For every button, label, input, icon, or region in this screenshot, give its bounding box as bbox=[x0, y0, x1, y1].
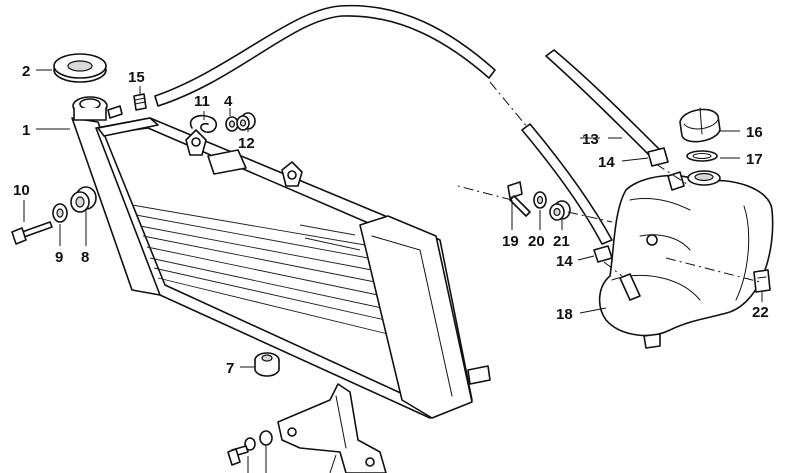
callout-19: 19 bbox=[502, 233, 519, 250]
seal-ring-17 bbox=[686, 150, 718, 162]
hose-clamp-15 bbox=[133, 93, 147, 111]
callout-11: 11 bbox=[194, 93, 210, 110]
callout-14a: 14 bbox=[598, 154, 615, 171]
washer-20 bbox=[533, 191, 547, 209]
upper-hose bbox=[154, 4, 496, 107]
lower-fasteners bbox=[227, 430, 273, 466]
grommet-21 bbox=[549, 200, 571, 221]
grommet-8 bbox=[70, 186, 97, 213]
expansion-tank bbox=[598, 170, 774, 349]
callout-14b: 14 bbox=[556, 253, 573, 270]
radiator-cap bbox=[53, 53, 107, 83]
callout-8: 8 bbox=[81, 249, 89, 266]
callout-18: 18 bbox=[556, 306, 573, 323]
nut-12 bbox=[236, 112, 256, 131]
callout-12: 12 bbox=[238, 135, 255, 152]
clip-22 bbox=[753, 269, 771, 293]
hose-clamp-14-lower bbox=[593, 245, 613, 263]
bolt-19 bbox=[507, 181, 531, 217]
callout-16: 16 bbox=[746, 124, 763, 141]
callout-2: 2 bbox=[22, 63, 30, 80]
callout-20: 20 bbox=[528, 233, 545, 250]
washer-4 bbox=[225, 116, 239, 132]
radiator bbox=[71, 96, 491, 419]
lower-bracket bbox=[277, 383, 387, 473]
callout-1: 1 bbox=[22, 122, 30, 139]
overflow-hose bbox=[521, 49, 663, 245]
callout-4: 4 bbox=[224, 93, 233, 110]
leader-lines bbox=[23, 69, 763, 473]
callout-22: 22 bbox=[752, 304, 769, 321]
tank-cap-16 bbox=[679, 107, 721, 143]
callout-15: 15 bbox=[128, 69, 145, 86]
callout-labels: 1 2 4 7 8 9 10 11 12 13 14 14 15 16 17 1… bbox=[13, 63, 769, 377]
callout-17: 17 bbox=[746, 151, 763, 168]
callout-21: 21 bbox=[553, 233, 570, 250]
callout-10: 10 bbox=[13, 182, 30, 199]
callout-7: 7 bbox=[226, 360, 234, 377]
hose-clamp-14-upper bbox=[647, 147, 669, 167]
spring-clip-11 bbox=[189, 114, 218, 133]
callout-13: 13 bbox=[582, 131, 599, 148]
callout-9: 9 bbox=[55, 249, 63, 266]
assembly-lines bbox=[457, 81, 761, 283]
washer-9 bbox=[52, 203, 68, 223]
bolt-10 bbox=[11, 221, 53, 245]
grommet-7 bbox=[254, 352, 280, 377]
